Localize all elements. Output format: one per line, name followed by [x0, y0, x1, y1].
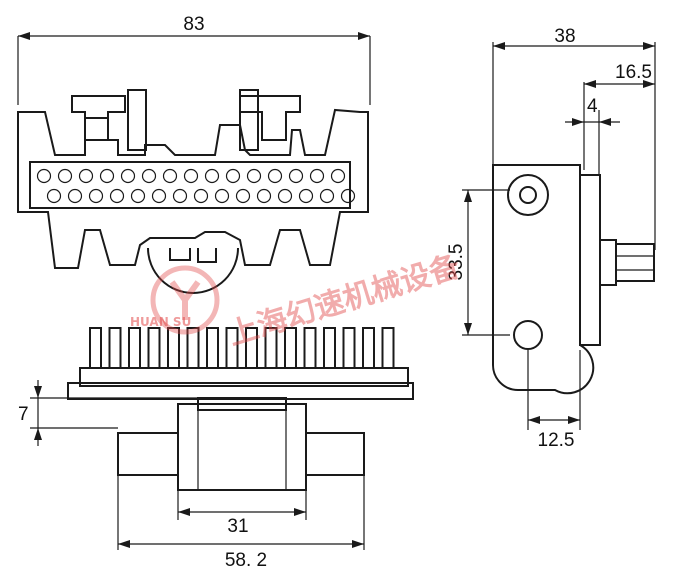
fin: [381, 327, 395, 369]
strip-hole: [246, 168, 262, 184]
watermark: HUAN SU 上海幻速机械设备: [130, 249, 465, 353]
strip-hole: [319, 188, 335, 204]
strip-hole: [36, 168, 52, 184]
upper-jaw-right: [239, 95, 301, 141]
dim-label-side-thickness: 4: [587, 96, 598, 117]
side-view: 38 16.5 4: [446, 26, 656, 451]
fin: [108, 327, 122, 369]
strip-hole: [183, 168, 199, 184]
fin: [89, 327, 102, 369]
strip-hole: [256, 188, 272, 204]
strip-hole: [46, 188, 62, 204]
hole-grid: [36, 168, 356, 204]
strip-hole: [309, 168, 325, 184]
dim-label-bottom-inner: 31: [227, 516, 248, 537]
dim-label-side-width: 38: [554, 26, 575, 47]
strip-hole: [130, 188, 146, 204]
strip-hole: [340, 188, 356, 204]
fin: [303, 327, 317, 369]
dim-label-side-base: 12.5: [538, 430, 575, 451]
strip-hole: [109, 188, 125, 204]
strip-hole: [151, 188, 167, 204]
fin: [167, 327, 180, 369]
fin: [342, 327, 356, 369]
strip-hole: [67, 188, 83, 204]
dim-label-bottom-outer: 58. 2: [225, 550, 267, 571]
fin: [323, 327, 336, 369]
dimension-bottom-height: 7: [18, 380, 200, 446]
strip-hole: [288, 168, 304, 184]
dim-label-side-offset: 16.5: [615, 62, 652, 83]
bracket-pin: [615, 243, 655, 282]
fin: [362, 327, 375, 369]
top-view: 83: [17, 14, 371, 294]
bottom-view: 7 31 58. 2: [18, 327, 414, 571]
upper-jaw-left: [71, 95, 126, 141]
strip-hole: [193, 188, 209, 204]
dimension-bottom-inner: 31: [177, 490, 307, 537]
watermark-brand: HUAN SU: [130, 315, 191, 329]
dimension-hole-spacing: 33.5: [446, 189, 510, 336]
upper-pin-left: [127, 89, 147, 151]
strip-hole: [88, 188, 104, 204]
fin: [147, 327, 161, 369]
bottom-lobe-inner: [169, 248, 217, 263]
strip-hole: [78, 168, 94, 184]
strip-hole: [235, 188, 251, 204]
strip-hole: [267, 168, 283, 184]
dimension-overall-width: 83: [17, 14, 371, 105]
base-plate: [79, 367, 409, 387]
dimension-side-base: 12.5: [527, 350, 581, 451]
dim-label-bottom-height: 7: [18, 404, 29, 425]
strip-hole: [214, 188, 230, 204]
left-shaft: [117, 432, 179, 476]
upper-pin-right: [239, 89, 259, 151]
fin: [206, 327, 219, 369]
strip-hole: [57, 168, 73, 184]
lower-hole: [513, 320, 543, 350]
strip-hole: [330, 168, 346, 184]
strip-hole: [162, 168, 178, 184]
hole-strip: [29, 161, 351, 209]
right-shaft: [305, 432, 365, 476]
link-outline: [17, 108, 369, 269]
dim-label-overall-width: 83: [183, 14, 204, 35]
bottom-lobe: [147, 247, 239, 294]
upper-hole: [507, 174, 549, 216]
dim-label-hole-spacing: 33.5: [446, 244, 467, 281]
dimension-side-width: 38: [492, 26, 656, 250]
bracket-body: [492, 164, 595, 395]
strip-hole: [99, 168, 115, 184]
strip-hole: [172, 188, 188, 204]
dimension-side-offset: 16.5: [583, 62, 655, 170]
bracket-plate: [579, 174, 601, 346]
center-block: [177, 403, 307, 491]
strip-hole: [277, 188, 293, 204]
strip-hole: [225, 168, 241, 184]
strip-hole: [298, 188, 314, 204]
fin: [128, 327, 141, 369]
dimension-bottom-outer: 58. 2: [117, 475, 365, 571]
upper-hole-center: [519, 186, 537, 204]
strip-hole: [141, 168, 157, 184]
strip-hole: [120, 168, 136, 184]
strip-hole: [204, 168, 220, 184]
dimension-side-thickness: 4: [565, 96, 620, 175]
bracket-boss: [599, 239, 617, 286]
watermark-logo-icon: [150, 265, 220, 335]
